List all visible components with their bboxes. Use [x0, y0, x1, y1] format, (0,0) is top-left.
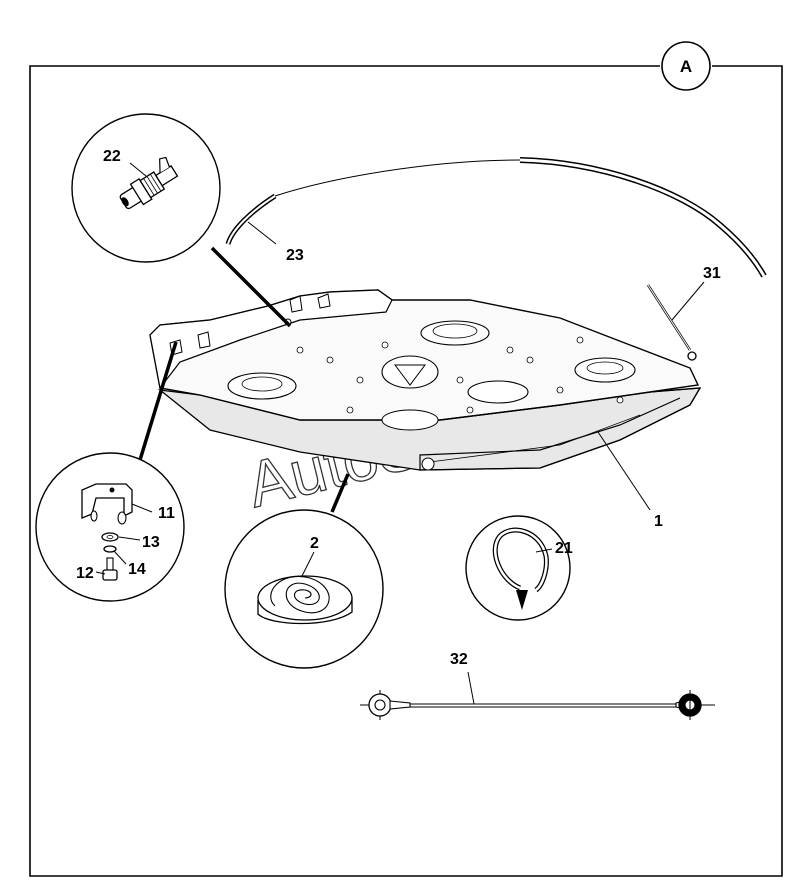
callout-11: 11	[158, 505, 175, 522]
callout-12: 12	[76, 565, 94, 582]
foam-tape-drawing	[257, 575, 353, 625]
callout-23: 23	[286, 247, 304, 264]
washer-14-drawing	[103, 545, 117, 553]
seat-pan-drawing	[149, 289, 702, 471]
bracket-drawing	[81, 483, 133, 525]
callout-13: 13	[142, 534, 160, 551]
callout-32: 32	[450, 651, 468, 668]
callout-14: 14	[128, 561, 146, 578]
callout-1: 1	[654, 513, 663, 530]
callout-31: 31	[703, 265, 721, 282]
cable-drawing	[360, 690, 715, 720]
callout-21: 21	[555, 540, 573, 557]
fitting-drawing	[119, 156, 179, 210]
washer-13-drawing	[101, 532, 119, 542]
detail-foam-tape	[224, 473, 384, 669]
antenna-rod-drawing	[646, 284, 697, 361]
screw-drawing	[102, 557, 118, 581]
section-badge: A	[661, 41, 711, 91]
cable-tie-drawing	[492, 527, 549, 610]
leader-lines	[129, 162, 705, 705]
detail-fitting	[71, 113, 292, 328]
detail-cable-tie	[465, 515, 571, 621]
hose-drawing	[225, 157, 767, 278]
callout-labels: 1 2 11 12 13 14 21 22 23 31 32	[76, 148, 721, 668]
diagram-frame	[29, 65, 783, 877]
detail-bracket	[35, 341, 185, 602]
callout-22: 22	[103, 148, 121, 165]
section-badge-label: A	[680, 57, 692, 76]
callout-2: 2	[310, 535, 319, 552]
